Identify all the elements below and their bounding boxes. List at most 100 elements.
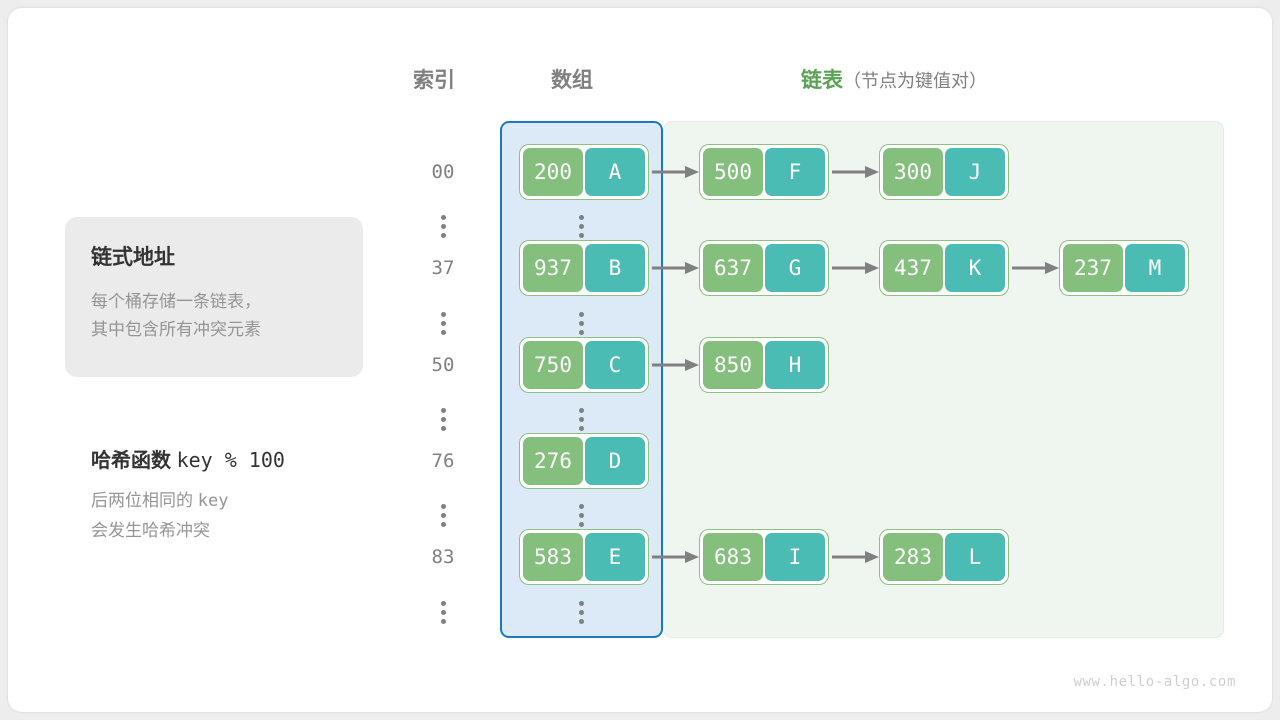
ellipsis-dot xyxy=(440,522,446,527)
ellipsis-dot xyxy=(440,610,446,615)
ellipsis-dots xyxy=(408,500,478,527)
ellipsis-dot xyxy=(578,330,584,335)
bucket-index-label: 50 xyxy=(431,354,455,376)
node-value: C xyxy=(585,341,645,389)
ellipsis-dot xyxy=(440,426,446,431)
linkedlist-arrow xyxy=(652,359,699,371)
ellipsis-dot xyxy=(578,215,584,220)
bucket-index-label: 76 xyxy=(431,450,455,472)
ellipsis-dot xyxy=(578,522,584,527)
node-value: H xyxy=(765,341,825,389)
linkedlist-arrow xyxy=(832,262,879,274)
node-key: 937 xyxy=(523,244,583,292)
ellipsis-dot xyxy=(578,426,584,431)
ellipsis-dots xyxy=(408,404,478,431)
node-value: L xyxy=(945,533,1005,581)
ellipsis-dots xyxy=(546,211,616,238)
node-key: 276 xyxy=(523,437,583,485)
hash-function-body: 后两位相同的 key 会发生哈希冲突 xyxy=(91,486,351,545)
node-value: D xyxy=(585,437,645,485)
hash-function-expression: key % 100 xyxy=(176,448,285,472)
node-value: M xyxy=(1125,244,1185,292)
hash-body-line-1-text: 后两位相同的 xyxy=(91,491,193,510)
note-body-line-1: 每个桶存储一条链表， xyxy=(91,292,261,311)
node-key: 300 xyxy=(883,148,943,196)
ellipsis-dot xyxy=(578,610,584,615)
node-value: K xyxy=(945,244,1005,292)
ellipsis-dot xyxy=(578,619,584,624)
hash-body-line-1: 后两位相同的 key xyxy=(91,486,351,516)
hash-function-title: 哈希函数 key % 100 xyxy=(91,444,285,473)
node-key: 750 xyxy=(523,341,583,389)
ellipsis-dot xyxy=(440,321,446,326)
ellipsis-dot xyxy=(440,619,446,624)
node-key: 200 xyxy=(523,148,583,196)
ellipsis-dots xyxy=(408,308,478,335)
bucket-index-label: 37 xyxy=(431,257,455,279)
ellipsis-dot xyxy=(440,408,446,413)
ellipsis-dots xyxy=(408,211,478,238)
node-key: 237 xyxy=(1063,244,1123,292)
node-value: F xyxy=(765,148,825,196)
node-value: E xyxy=(585,533,645,581)
ellipsis-dot xyxy=(578,504,584,509)
ellipsis-dot xyxy=(578,321,584,326)
node-key: 683 xyxy=(703,533,763,581)
node-value: A xyxy=(585,148,645,196)
ellipsis-dot xyxy=(440,224,446,229)
ellipsis-dot xyxy=(440,417,446,422)
ellipsis-dot xyxy=(578,408,584,413)
bucket-index-label: 00 xyxy=(431,161,455,183)
ellipsis-dot xyxy=(440,513,446,518)
ellipsis-dot xyxy=(578,601,584,606)
hash-body-line-1-code: key xyxy=(197,491,229,511)
node-key: 583 xyxy=(523,533,583,581)
linkedlist-arrow xyxy=(652,166,699,178)
ellipsis-dot xyxy=(578,233,584,238)
ellipsis-dot xyxy=(578,513,584,518)
ellipsis-dot xyxy=(578,224,584,229)
node-key: 437 xyxy=(883,244,943,292)
note-body-line-2: 其中包含所有冲突元素 xyxy=(91,320,261,339)
ellipsis-dots xyxy=(546,404,616,431)
note-card xyxy=(65,217,363,377)
node-value: G xyxy=(765,244,825,292)
node-value: I xyxy=(765,533,825,581)
node-key: 850 xyxy=(703,341,763,389)
column-header-index: 索引 xyxy=(413,69,455,92)
column-header-linkedlist: 链表（节点为键值对） xyxy=(801,64,987,94)
ellipsis-dot xyxy=(440,233,446,238)
ellipsis-dot xyxy=(440,504,446,509)
ellipsis-dot xyxy=(440,601,446,606)
column-header-linkedlist-sub: （节点为键值对） xyxy=(843,71,987,91)
linkedlist-arrow xyxy=(832,551,879,563)
ellipsis-dot xyxy=(440,215,446,220)
ellipsis-dots xyxy=(546,597,616,624)
node-value: B xyxy=(585,244,645,292)
node-key: 500 xyxy=(703,148,763,196)
ellipsis-dots xyxy=(546,308,616,335)
watermark: www.hello-algo.com xyxy=(1073,674,1236,690)
ellipsis-dot xyxy=(578,417,584,422)
linkedlist-arrow xyxy=(652,262,699,274)
node-key: 283 xyxy=(883,533,943,581)
ellipsis-dots xyxy=(408,597,478,624)
note-title: 链式地址 xyxy=(91,246,175,269)
linkedlist-arrow xyxy=(652,551,699,563)
node-value: J xyxy=(945,148,1005,196)
bucket-index-label: 83 xyxy=(431,546,455,568)
node-key: 637 xyxy=(703,244,763,292)
